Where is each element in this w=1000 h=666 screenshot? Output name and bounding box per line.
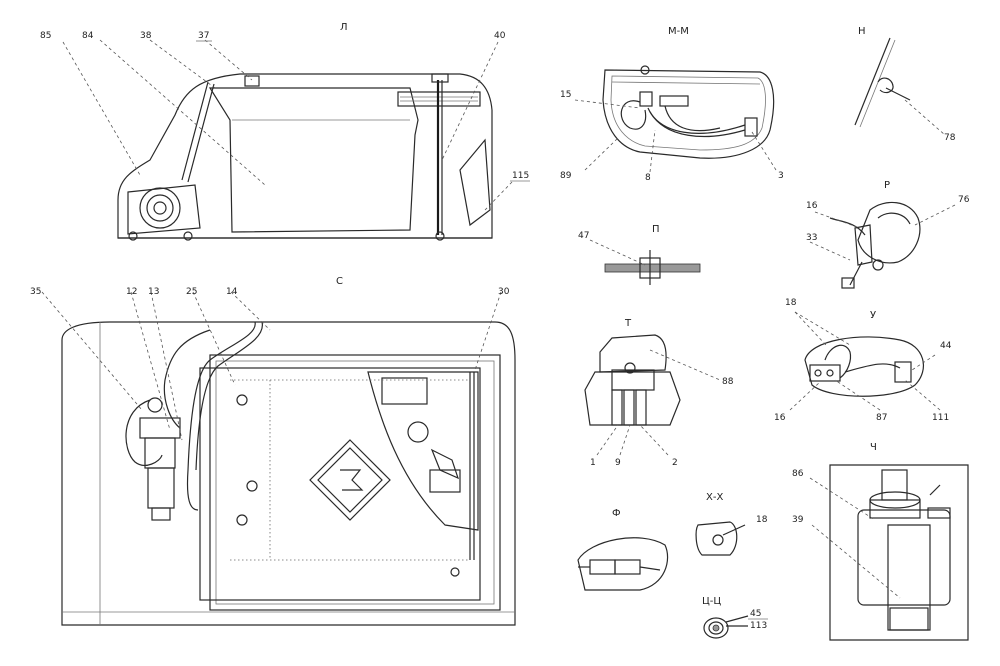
callout-2: 2 [672, 458, 678, 468]
callout-38: 38 [140, 31, 152, 41]
callout-45: 45 [750, 609, 761, 619]
callout-113: 113 [750, 621, 767, 631]
view-F-detail [577, 537, 669, 591]
view-N-detail [854, 37, 946, 136]
callout-14: 14 [226, 287, 238, 297]
callout-16-U: 16 [774, 413, 786, 423]
callout-16-R: 16 [806, 201, 818, 211]
callout-85: 85 [40, 31, 51, 41]
callout-35: 35 [30, 287, 41, 297]
callout-40: 40 [494, 31, 506, 41]
view-title-L: Л [340, 22, 348, 33]
view-title-MM: М-М [668, 26, 689, 37]
callout-15: 15 [560, 90, 571, 100]
callout-1: 1 [590, 458, 596, 468]
view-title-CC: Ц-Ц [702, 596, 721, 607]
callout-12: 12 [126, 287, 137, 297]
callout-37: 37 [198, 31, 209, 41]
view-T-switch [584, 334, 721, 456]
callout-115: 115 [512, 171, 529, 181]
callout-87: 87 [876, 413, 887, 423]
view-title-CH: Ч [870, 442, 877, 453]
view-P-section [589, 239, 701, 285]
callout-13: 13 [148, 287, 159, 297]
view-title-XX: Х-Х [706, 492, 723, 503]
callout-84: 84 [82, 31, 94, 41]
callout-47: 47 [578, 231, 589, 241]
callout-18-XX: 18 [756, 515, 768, 525]
callout-33: 33 [806, 233, 817, 243]
callout-76: 76 [958, 195, 970, 205]
callout-30: 30 [498, 287, 510, 297]
callout-111: 111 [932, 413, 949, 423]
callout-3: 3 [778, 171, 784, 181]
view-XX-section [695, 521, 746, 556]
view-title-R: Р [884, 180, 890, 191]
view-CH-detail [809, 464, 969, 641]
callout-88: 88 [722, 377, 734, 387]
callout-25: 25 [186, 287, 197, 297]
view-title-P: П [652, 224, 660, 235]
view-title-U: У [870, 310, 876, 321]
battery-logo [309, 439, 391, 521]
callout-89: 89 [560, 171, 572, 181]
view-title-T: Т [624, 318, 632, 329]
view-U-detail [789, 311, 941, 411]
callout-78: 78 [944, 133, 956, 143]
callout-44: 44 [940, 341, 952, 351]
callout-86: 86 [792, 469, 804, 479]
view-L-side-battery-box [62, 39, 513, 241]
view-R-detail [809, 201, 956, 289]
view-title-C: С [336, 276, 343, 287]
callout-39: 39 [792, 515, 804, 525]
callout-18-U: 18 [785, 298, 797, 308]
view-title-F: Ф [612, 508, 621, 519]
callout-9: 9 [615, 458, 621, 468]
view-C-top-battery-box [41, 291, 516, 626]
view-MM-section [574, 65, 777, 173]
callout-8: 8 [645, 173, 651, 183]
view-CC-section [703, 615, 749, 639]
view-title-N: Н [858, 26, 866, 37]
